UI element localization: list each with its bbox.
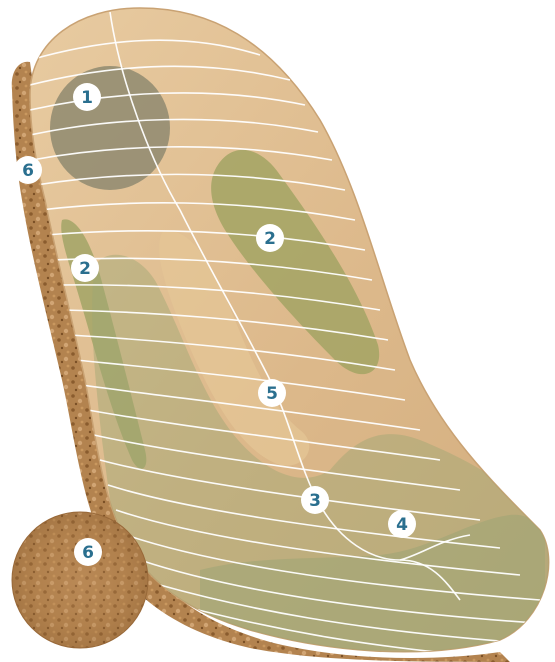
svg-text:6: 6 bbox=[82, 543, 94, 563]
callout-inner-support: 2 bbox=[71, 254, 99, 282]
svg-text:4: 4 bbox=[396, 515, 408, 535]
cork-detail-shade bbox=[12, 512, 148, 648]
callout-metatarsal-zone: 3 bbox=[301, 486, 329, 514]
svg-text:2: 2 bbox=[79, 259, 91, 279]
svg-text:1: 1 bbox=[81, 88, 93, 108]
svg-text:3: 3 bbox=[309, 491, 321, 511]
svg-text:5: 5 bbox=[266, 384, 278, 404]
callout-arch-channel: 5 bbox=[258, 379, 286, 407]
svg-text:2: 2 bbox=[264, 229, 276, 249]
callout-cork-detail: 6 bbox=[74, 538, 102, 566]
callout-toe-bar: 4 bbox=[388, 510, 416, 538]
svg-text:6: 6 bbox=[22, 161, 34, 181]
callout-heel-cup: 1 bbox=[73, 83, 101, 111]
callout-cork-edge: 6 bbox=[14, 156, 42, 184]
callout-outer-support: 2 bbox=[256, 224, 284, 252]
